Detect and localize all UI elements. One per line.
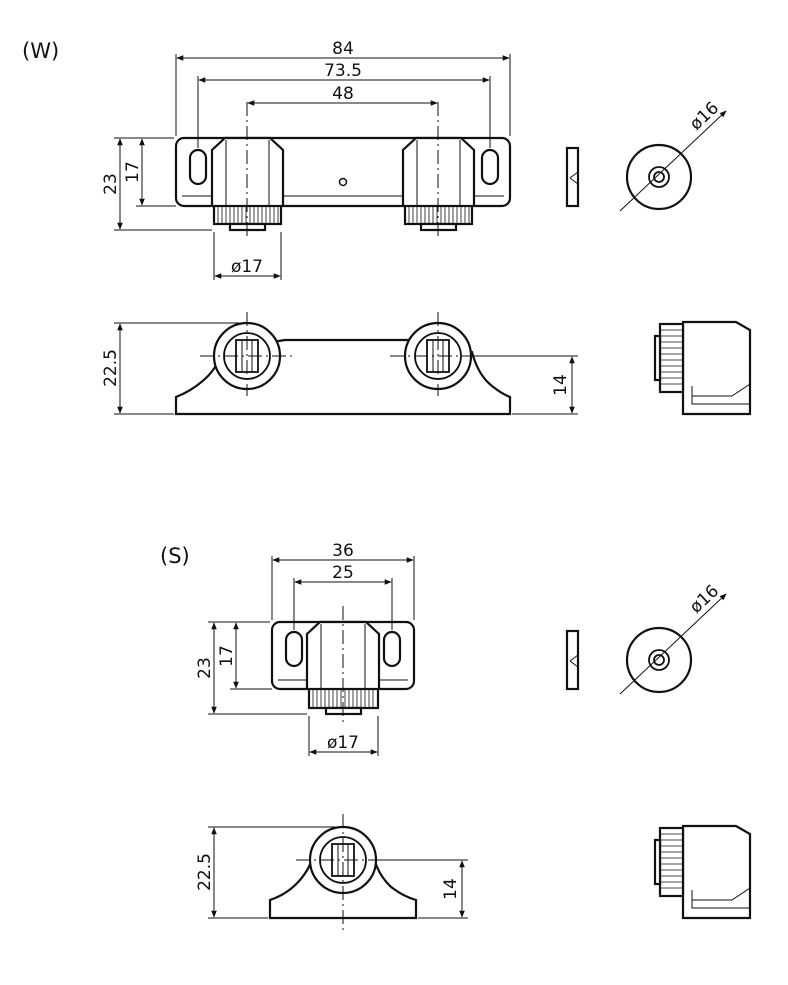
s-dim-knob-dia: ø17 (327, 733, 359, 753)
w-dim-48: 48 (332, 84, 354, 104)
w-dim-73-5: 73.5 (324, 61, 362, 81)
s-side-view (268, 814, 418, 932)
s-side-dimensions: 22.5 14 (195, 826, 468, 919)
variant-s-label: (S) (160, 544, 190, 568)
s-dim-14: 14 (441, 878, 461, 900)
w-side-dimensions: 22.5 14 (101, 322, 578, 415)
w-pad-profile (565, 146, 580, 208)
w-center-hole (338, 177, 348, 187)
s-front-view (270, 606, 416, 722)
w-right-view (653, 320, 752, 416)
w-front-dimensions: 84 73.5 48 23 17 ø17 (101, 39, 511, 280)
s-front-dimensions: 36 25 23 17 ø17 (195, 541, 415, 756)
w-dim-23: 23 (101, 173, 121, 195)
s-dim-22-5: 22.5 (195, 853, 215, 891)
w-left-slot (188, 148, 208, 186)
w-right-housing (401, 136, 476, 206)
w-dim-14: 14 (551, 374, 571, 396)
s-dim-pad-dia: ø16 (686, 581, 723, 617)
w-dim-22-5: 22.5 (101, 349, 121, 387)
w-dim-knob-dia: ø17 (231, 257, 263, 277)
s-dim-36: 36 (332, 541, 354, 561)
w-dim-pad-dia: ø16 (686, 98, 723, 134)
s-pad-profile (565, 629, 580, 691)
s-right-slot (382, 630, 402, 668)
s-right-view (653, 824, 752, 920)
w-left-housing (210, 136, 285, 206)
s-left-slot (284, 630, 304, 668)
s-dim-23: 23 (195, 657, 215, 679)
w-front-view (174, 102, 512, 236)
w-pad-end-view: ø16 (619, 98, 727, 212)
s-dim-25: 25 (332, 563, 354, 583)
w-right-slot (480, 148, 500, 186)
s-dim-17: 17 (217, 645, 237, 667)
w-dim-84: 84 (332, 39, 354, 59)
w-dim-17: 17 (123, 161, 143, 183)
w-side-view (174, 312, 512, 416)
variant-w-label: (W) (22, 39, 59, 63)
s-pad-end-view: ø16 (619, 581, 727, 695)
